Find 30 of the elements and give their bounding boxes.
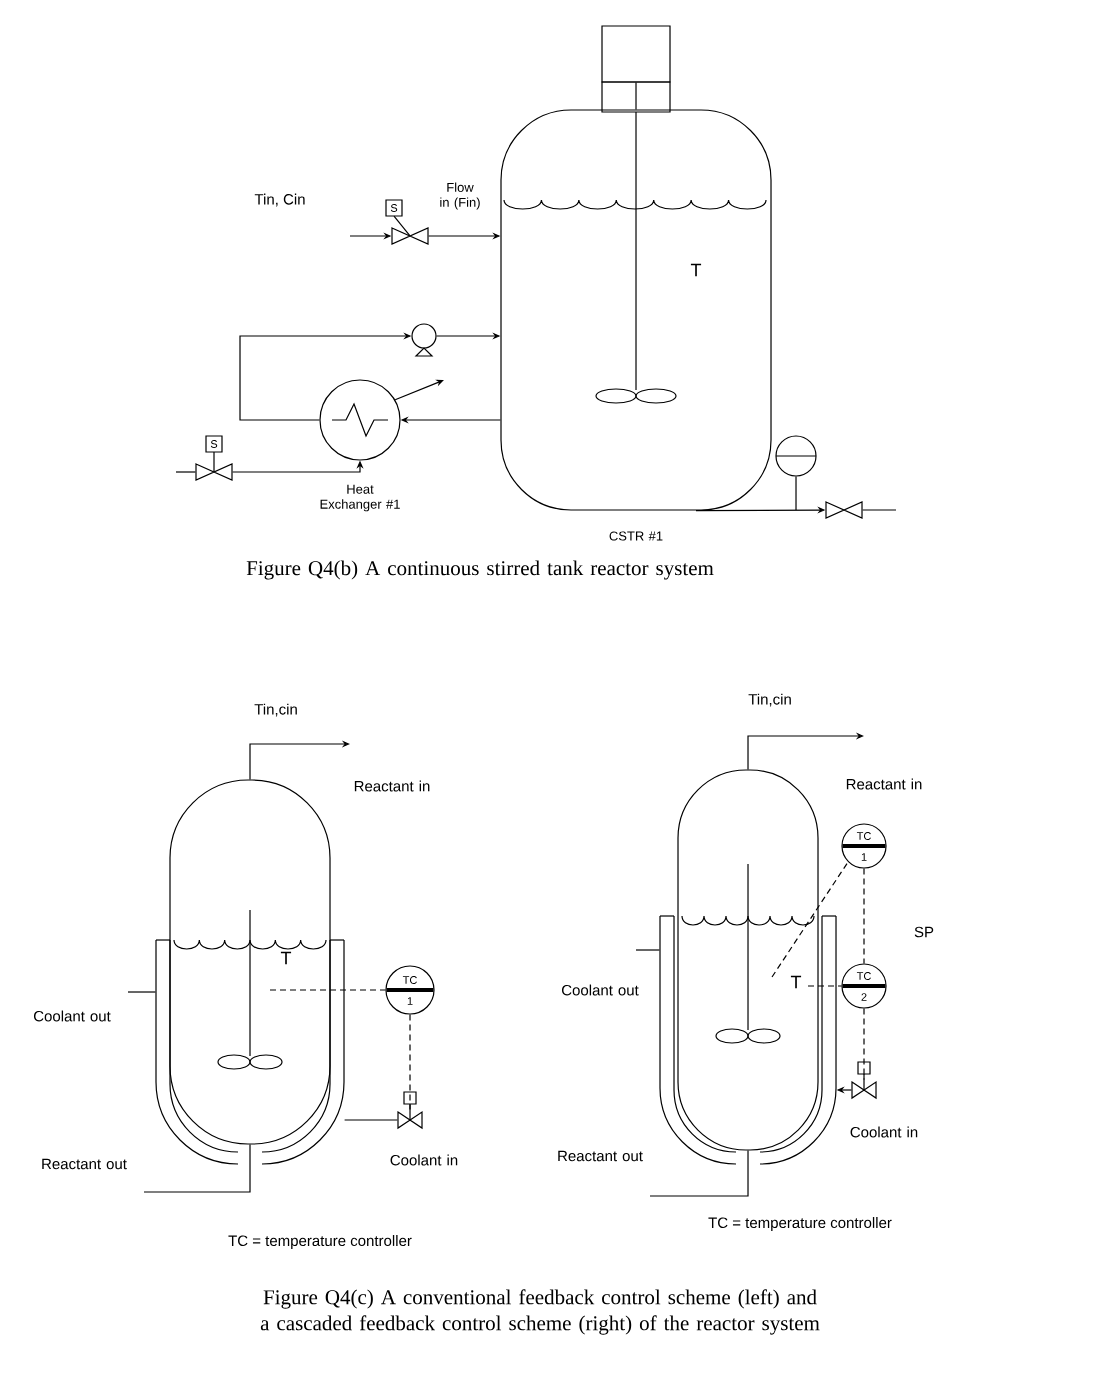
reactor-vessel: T	[155, 779, 345, 1165]
pipe-line	[649, 1150, 749, 1197]
reactor-vessel: T	[500, 81, 772, 511]
gauge-symbol	[775, 435, 817, 477]
pipe-line	[249, 740, 350, 780]
pipe-line	[635, 949, 660, 951]
valve-symbol	[851, 1061, 877, 1100]
pipe-line	[394, 379, 444, 401]
figure-caption: Figure Q4(c) A conventional feedback control scheme (left) and a cascaded feedback control scheme (right) of the reactor system	[260, 1289, 820, 1335]
shaft	[635, 82, 637, 110]
figure-caption: Figure Q4(b) A continuous stirred tank reactor system	[246, 560, 714, 580]
pipe-line	[175, 471, 196, 473]
dashed-signal-line	[863, 868, 865, 964]
motor-box	[601, 25, 671, 83]
valve-symbol	[825, 501, 863, 519]
dashed-signal-line	[863, 1008, 865, 1080]
reactor-vessel: T	[659, 769, 837, 1165]
heat-exchanger	[319, 379, 401, 461]
pipe-line	[747, 732, 864, 770]
pipe-line	[862, 509, 897, 511]
dashed-signal-line	[771, 861, 849, 978]
pipe-line	[127, 991, 156, 993]
pipe-line	[143, 1144, 251, 1193]
pump-symbol	[411, 323, 437, 357]
dashed-signal-line	[409, 1014, 411, 1110]
pipe-line	[795, 476, 797, 511]
pipe-line	[344, 1119, 398, 1121]
dashed-signal-line	[807, 985, 842, 987]
valve-symbol	[397, 1091, 423, 1130]
dashed-signal-line	[269, 989, 386, 991]
